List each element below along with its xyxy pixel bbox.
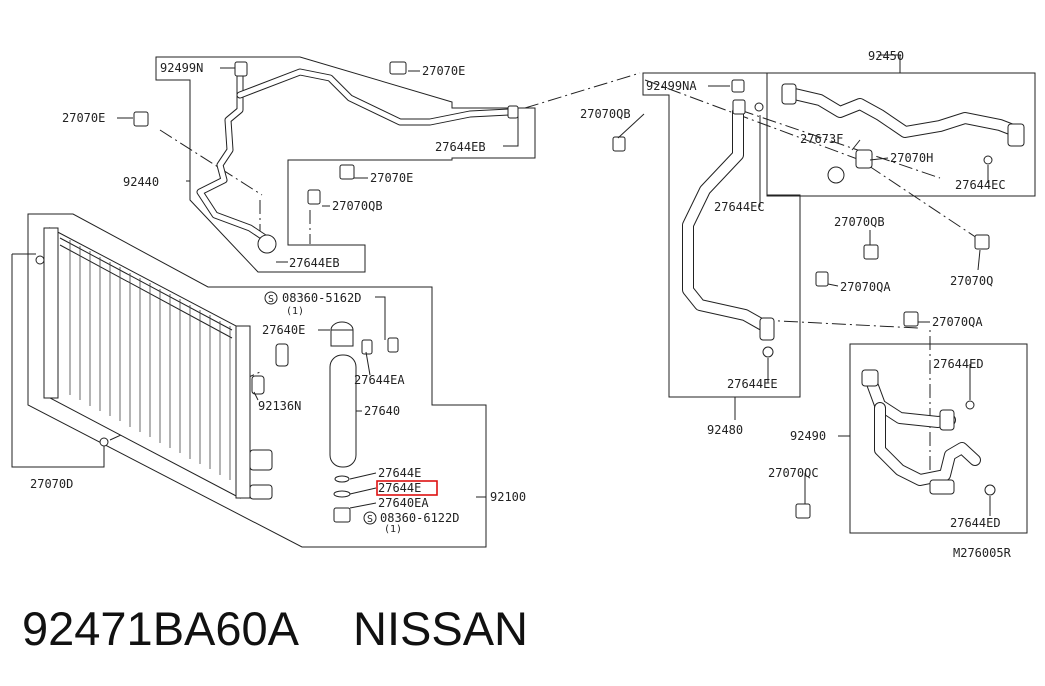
label-92499NA[interactable]: 92499NA [646, 79, 697, 93]
s-marker-b-text: S [367, 514, 373, 525]
hose-92450 [781, 83, 1025, 184]
label-27644E-upper[interactable]: 27644E [378, 466, 421, 480]
label-27070E-mid[interactable]: 27070E [370, 171, 413, 185]
label-27070E-left[interactable]: 27070E [62, 111, 105, 125]
s-marker-a-text: S [268, 294, 274, 305]
part-number-caption: 92471BA60A [22, 602, 300, 655]
guide-line-d [739, 109, 941, 179]
label-27640EA[interactable]: 27640EA [378, 496, 429, 510]
label-92490[interactable]: 92490 [790, 429, 826, 443]
label-92440[interactable]: 92440 [123, 175, 159, 189]
label-27070Q[interactable]: 27070Q [950, 274, 993, 288]
label-27644EE[interactable]: 27644EE [727, 377, 778, 391]
hose-92480 [682, 79, 775, 358]
pipe-92440 [133, 61, 519, 254]
condenser-92100 [35, 227, 273, 500]
highlight-27644E [376, 480, 438, 496]
guide-line-e [759, 319, 919, 329]
label-27070H[interactable]: 27070H [890, 151, 933, 165]
brand-caption: NISSAN [353, 602, 528, 655]
label-qty-top: (1) [286, 306, 304, 317]
guide-line-a [159, 129, 263, 196]
label-27070QA-top[interactable]: 27070QA [840, 280, 891, 294]
guide-line-b [524, 72, 641, 109]
label-27070QC[interactable]: 27070QC [768, 466, 819, 480]
label-qty-bottom: (1) [384, 524, 402, 535]
label-27070QA-bottom[interactable]: 27070QA [932, 315, 983, 329]
label-27070D[interactable]: 27070D [30, 477, 73, 491]
label-27673F[interactable]: 27673F [800, 132, 843, 146]
bolts [307, 136, 990, 519]
label-92450[interactable]: 92450 [868, 49, 904, 63]
label-27644ED-bottom[interactable]: 27644ED [950, 516, 1001, 530]
part-labels: 92499N 27070E 27070E 27644EB 92440 27070… [30, 49, 1012, 560]
hose-92490 [861, 369, 996, 496]
label-27644EC-right[interactable]: 27644EC [955, 178, 1006, 192]
label-27644E-highlighted[interactable]: 27644E [378, 481, 421, 495]
label-27644EB-bottom[interactable]: 27644EB [289, 256, 340, 270]
label-27070E-top[interactable]: 27070E [422, 64, 465, 78]
s-marker-a [264, 291, 278, 305]
receiver-tank-27640 [251, 321, 399, 523]
label-27644EA[interactable]: 27644EA [354, 373, 405, 387]
box-92100 [27, 213, 487, 548]
box-92440 [155, 56, 536, 273]
label-08360-5162D[interactable]: 08360-5162D [282, 291, 361, 305]
label-27070QB-mid[interactable]: 27070QB [580, 107, 631, 121]
label-92100[interactable]: 92100 [490, 490, 526, 504]
label-diagram-ref: M276005R [953, 546, 1012, 560]
label-92136N[interactable]: 92136N [258, 399, 301, 413]
label-27644EC-left[interactable]: 27644EC [714, 200, 765, 214]
label-08360-6122D[interactable]: 08360-6122D [380, 511, 459, 525]
label-27640[interactable]: 27640 [364, 404, 400, 418]
label-92499N[interactable]: 92499N [160, 61, 203, 75]
label-27644ED-top[interactable]: 27644ED [933, 357, 984, 371]
label-27644EB-top[interactable]: 27644EB [435, 140, 486, 154]
box-92480 [642, 72, 801, 398]
leader-lines [11, 54, 991, 516]
box-92450 [766, 72, 1036, 197]
label-27070QB-left[interactable]: 27070QB [332, 199, 383, 213]
box-92490 [849, 343, 1028, 534]
label-92480[interactable]: 92480 [707, 423, 743, 437]
s-marker-b [363, 511, 377, 525]
label-27640E[interactable]: 27640E [262, 323, 305, 337]
label-27070QB-right[interactable]: 27070QB [834, 215, 885, 229]
